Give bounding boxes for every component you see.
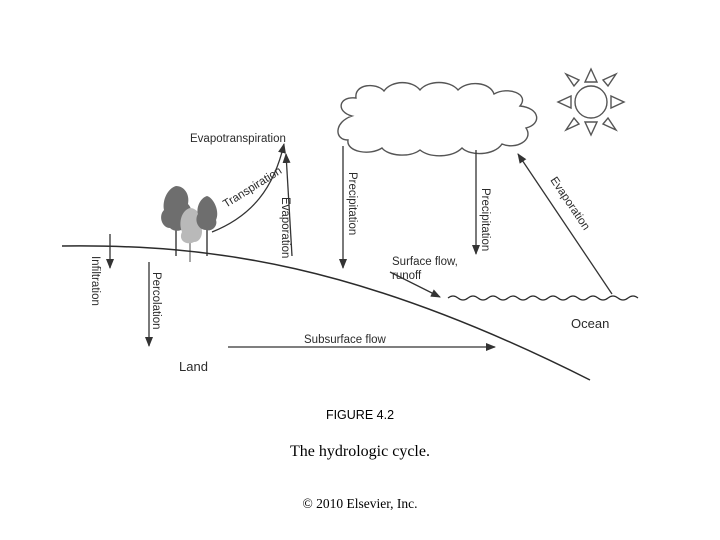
label-transpiration: Transpiration xyxy=(221,165,284,211)
copyright-notice: © 2010 Elsevier, Inc. xyxy=(302,496,418,511)
label-evapotranspiration: Evapotranspiration xyxy=(190,133,286,145)
sun-icon xyxy=(556,67,626,137)
cloud-icon xyxy=(337,81,538,157)
surface-flow-arrow xyxy=(389,271,441,298)
label-infiltration: Infiltration xyxy=(89,256,101,306)
label-surface-flow: Surface flow, xyxy=(392,256,458,268)
label-subsurface-flow: Subsurface flow xyxy=(304,334,387,346)
figure-label: FIGURE 4.2 xyxy=(325,408,395,422)
label-evaporation-land: Evaporation xyxy=(279,197,291,258)
label-evaporation-ocean: Evaporation xyxy=(548,175,592,233)
evaporation-ocean-arrow xyxy=(517,153,613,295)
figure-caption: The hydrologic cycle. xyxy=(290,443,430,460)
transpiration-arrow xyxy=(211,143,286,233)
label-precipitation-sea: Precipitation xyxy=(479,188,491,251)
label-runoff: runoff xyxy=(392,270,422,282)
label-ocean: Ocean xyxy=(571,316,609,331)
land-surface-line xyxy=(61,245,591,381)
label-land: Land xyxy=(179,359,208,374)
evaporation-land-arrow xyxy=(282,153,293,257)
label-precipitation-land: Precipitation xyxy=(346,172,358,235)
ocean-waves xyxy=(447,295,639,301)
label-percolation: Percolation xyxy=(150,272,162,330)
